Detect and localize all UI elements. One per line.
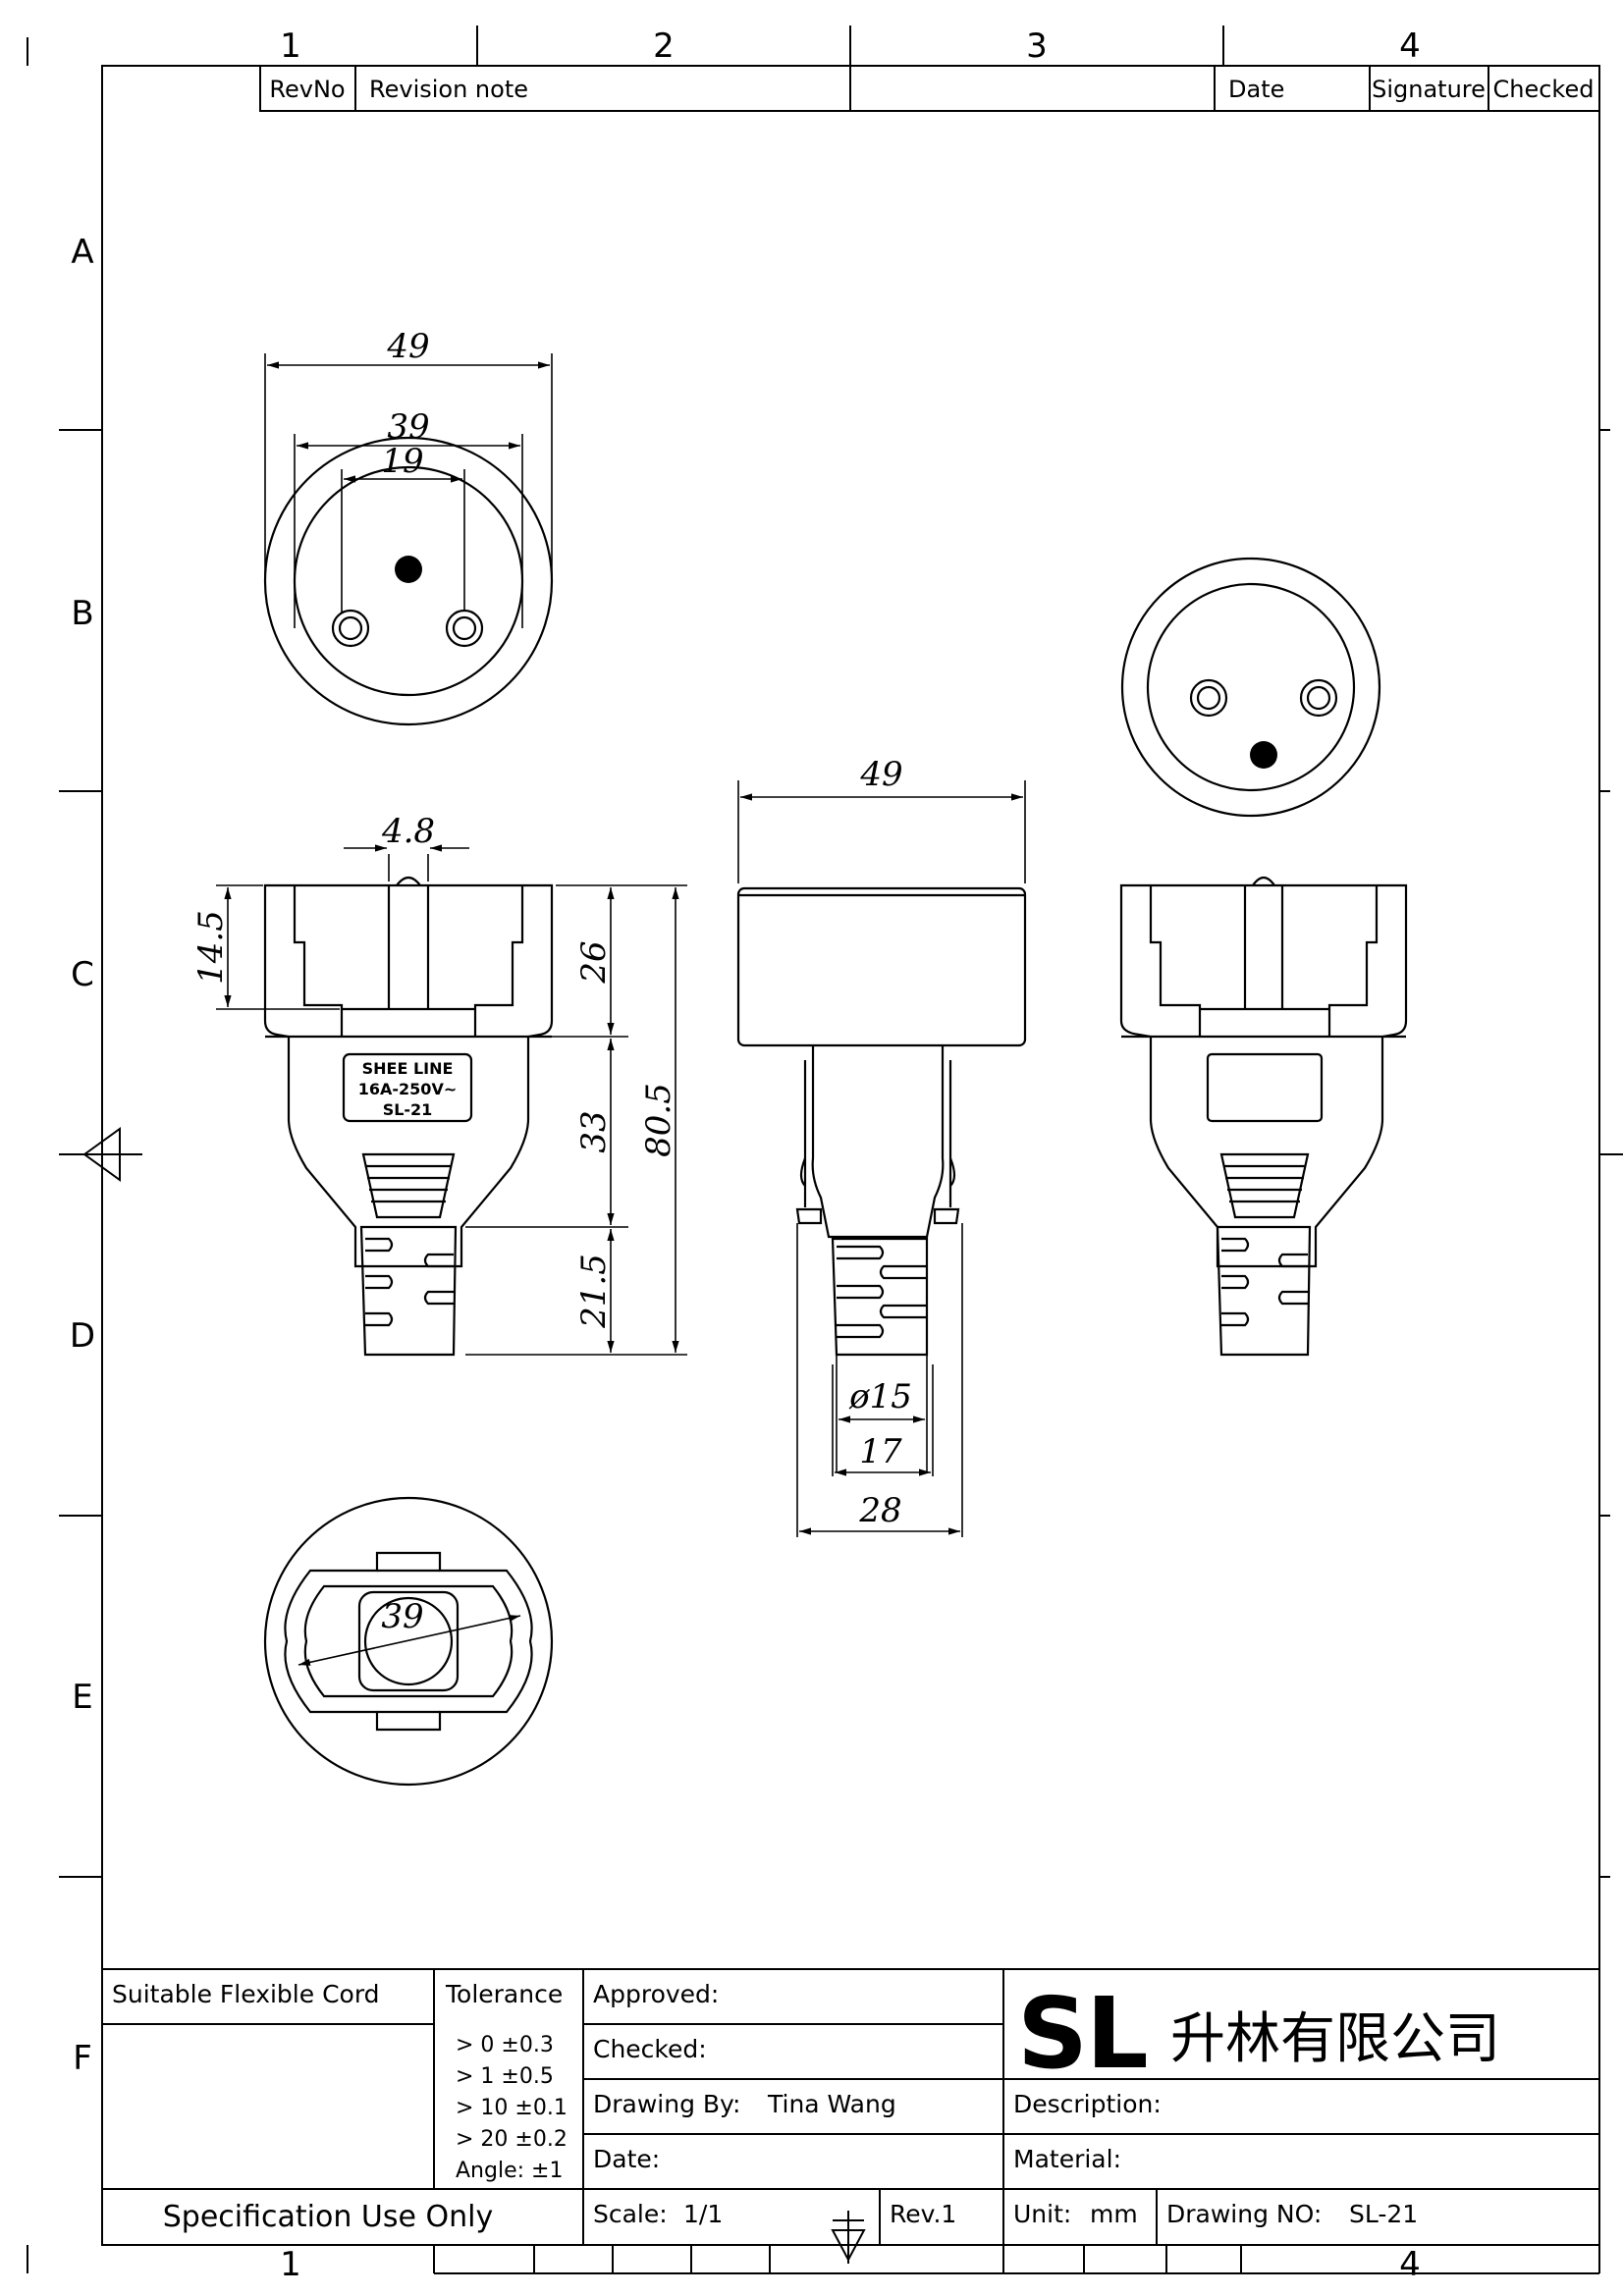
row-letter: E	[72, 1678, 92, 1717]
unit-value: mm	[1090, 2200, 1138, 2228]
dim-face-total-width: 49	[386, 327, 429, 366]
column-number: 1	[280, 27, 301, 66]
approved-label: Approved:	[593, 1980, 719, 2008]
tolerance-line: Angle: ±1	[456, 2159, 563, 2183]
dim-strain-relief-width: 28	[858, 1491, 901, 1530]
checked-header: Checked	[1493, 76, 1595, 103]
spec-note: Specification Use Only	[163, 2200, 493, 2234]
row-letter: B	[71, 594, 93, 633]
earth-pin-icon	[1250, 741, 1277, 769]
drawing-by-value: Tina Wang	[767, 2090, 896, 2118]
cord-label: Suitable Flexible Cord	[112, 1980, 380, 2008]
revision-block: RevNo Revision note Date Signature Check…	[259, 65, 1600, 112]
description-label: Description:	[1013, 2090, 1162, 2118]
dim-side-width: 49	[859, 755, 902, 794]
dim-socket-depth: 14.5	[191, 910, 231, 985]
tolerance-label: Tolerance	[445, 1980, 563, 2008]
side-elevation-view: 49 ø15 17 28	[736, 755, 1027, 1537]
date-header: Date	[1228, 76, 1284, 103]
front-elevation-view: SHEE LINE 16A-250V~ SL-21 4.8 14.5 26 33…	[191, 812, 687, 1357]
column-number: 4	[1399, 2245, 1421, 2284]
rev-no-header: RevNo	[269, 76, 345, 103]
tolerance-line: > 10 ±0.1	[456, 2096, 568, 2120]
dim-face-pin-pitch-outer: 39	[387, 407, 429, 447]
product-label-line: SHEE LINE	[362, 1059, 454, 1078]
checked-label: Checked:	[593, 2035, 707, 2063]
dim-overall-length: 80.5	[639, 1083, 678, 1157]
rear-view: 39	[263, 1496, 554, 1787]
rev-label: Rev.1	[890, 2200, 956, 2228]
revision-note-header: Revision note	[369, 76, 528, 103]
column-number: 2	[653, 27, 675, 66]
company-name: 升林有限公司	[1170, 2007, 1500, 2071]
drawing-by-label: Drawing By:	[593, 2090, 740, 2118]
tolerance-line: > 0 ±0.3	[456, 2033, 554, 2057]
back-elevation-view	[1119, 876, 1408, 1357]
dim-rear-diameter: 39	[381, 1597, 423, 1636]
column-numbers: 1 2 3 4 1 4	[280, 27, 1421, 2284]
row-letter: F	[73, 2039, 92, 2078]
dim-sleeve-length: 21.5	[574, 1254, 614, 1329]
column-number: 4	[1399, 27, 1421, 66]
logo-text: SL	[1017, 1976, 1147, 2091]
product-label-line: 16A-250V~	[358, 1080, 457, 1098]
drawing-no-label: Drawing NO:	[1166, 2200, 1322, 2228]
tolerance-line: > 1 ±0.5	[456, 2064, 554, 2089]
face-view-rotated	[1120, 557, 1381, 818]
dim-cord-diameter: ø15	[848, 1377, 912, 1416]
dim-body-height: 33	[574, 1110, 614, 1152]
row-letter: C	[71, 955, 94, 994]
signature-header: Signature	[1372, 76, 1486, 103]
material-label: Material:	[1013, 2145, 1121, 2173]
sheet-frame	[27, 26, 1623, 2273]
scale-value: 1/1	[683, 2200, 723, 2228]
face-view-front: 49 39 19	[263, 327, 554, 726]
dim-face-pin-pitch-inner: 19	[381, 442, 423, 481]
product-label-line: SL-21	[383, 1100, 433, 1119]
earth-pin-icon	[395, 556, 422, 583]
date-label: Date:	[593, 2145, 660, 2173]
tolerance-line: > 20 ±0.2	[456, 2127, 568, 2152]
scale-label: Scale:	[593, 2200, 668, 2228]
column-number: 1	[280, 2245, 301, 2284]
drawing-no-value: SL-21	[1349, 2200, 1418, 2228]
title-block: Suitable Flexible Cord Tolerance > 0 ±0.…	[102, 1968, 1600, 2274]
dim-sleeve-width: 17	[859, 1432, 902, 1471]
dim-head-height: 26	[574, 940, 614, 984]
dim-top-width: 4.8	[381, 812, 435, 851]
row-letter: D	[70, 1316, 95, 1356]
row-letter: A	[71, 233, 93, 272]
column-number: 3	[1026, 27, 1048, 66]
row-letters: A B C D E F	[70, 233, 95, 2078]
unit-label: Unit:	[1013, 2200, 1071, 2228]
